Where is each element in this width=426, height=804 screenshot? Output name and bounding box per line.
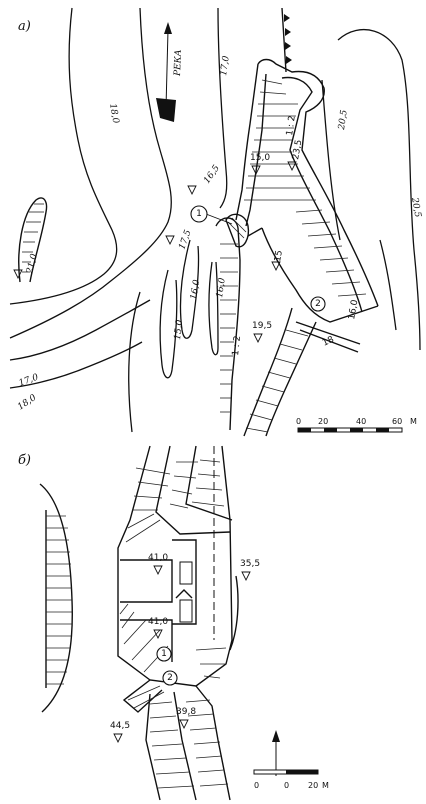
contour-label: 17,0 bbox=[18, 372, 41, 388]
svg-text:0: 0 bbox=[284, 781, 289, 790]
scale-bar-a: 0 20 40 60 М bbox=[296, 417, 417, 433]
contour-label: 17,0 bbox=[219, 55, 232, 77]
elevation-label: 23,5 bbox=[291, 139, 304, 160]
elevation-marks-b: 41,0 35,5 41,0 39,8 44,5 bbox=[110, 553, 260, 744]
structure-2-b: 2 bbox=[162, 670, 178, 686]
svg-text:0: 0 bbox=[254, 781, 259, 790]
svg-text:М: М bbox=[410, 417, 417, 426]
svg-text:20: 20 bbox=[308, 781, 318, 790]
contour-label: 15,0 bbox=[173, 319, 185, 340]
contour-label: 18,0 bbox=[107, 103, 120, 125]
part-a-label: а) bbox=[18, 19, 31, 34]
structure-1-a: 1 bbox=[190, 205, 233, 225]
elevation-label: 16,0 bbox=[347, 299, 360, 321]
svg-text:20: 20 bbox=[318, 417, 328, 426]
scale-bar-b: 0 0 20 М bbox=[253, 769, 329, 790]
contour-label: 16,0 bbox=[189, 279, 202, 301]
river-label: РЕКА bbox=[173, 49, 184, 77]
elevation-label: 15 bbox=[273, 250, 285, 263]
part-b-label: б) bbox=[18, 453, 31, 468]
elevation-label: 18 bbox=[321, 335, 336, 349]
hill-b bbox=[39, 483, 73, 713]
north-arrow-b bbox=[272, 730, 280, 776]
svg-text:2: 2 bbox=[167, 673, 173, 683]
elevation-label: 39,8 bbox=[176, 707, 196, 717]
contour-label: 16,0 bbox=[215, 277, 228, 299]
contour-lines-a bbox=[9, 7, 421, 433]
svg-text:40: 40 bbox=[356, 417, 366, 426]
svg-text:М: М bbox=[322, 781, 329, 790]
elevation-label: 19,5 bbox=[252, 321, 272, 331]
svg-text:1: 1 bbox=[161, 649, 167, 659]
elevation-label: 15,0 bbox=[250, 153, 270, 163]
contour-label: 21,0 bbox=[25, 253, 40, 276]
svg-text:2: 2 bbox=[315, 299, 321, 309]
river-arrow bbox=[156, 22, 176, 122]
svg-text:0: 0 bbox=[296, 417, 301, 426]
embankment-a bbox=[215, 7, 379, 437]
elevation-label: 41,0 bbox=[148, 553, 168, 563]
contour-label: 20,5 bbox=[337, 109, 350, 131]
contour-label: 18,0 bbox=[16, 393, 38, 413]
elevation-label: 44,5 bbox=[110, 721, 130, 731]
elevation-marks-a: 15,0 23,5 19,5 16,0 15 18 bbox=[13, 139, 360, 349]
hill-21 bbox=[18, 197, 48, 283]
elevation-label: 41,0 bbox=[148, 617, 168, 627]
slope-label: 1 : 2 bbox=[231, 335, 243, 356]
elevation-label: 35,5 bbox=[240, 559, 260, 569]
contour-label: 16,5 bbox=[202, 163, 222, 185]
contour-label: 20,5 bbox=[409, 196, 423, 219]
contour-labels-a: 18,0 17,0 18,0 21,0 16,5 17,5 16,0 16,0 … bbox=[16, 55, 422, 413]
slope-label: 1 : 2 bbox=[285, 115, 298, 136]
site-b bbox=[117, 445, 239, 801]
contour-label: 17,5 bbox=[177, 229, 193, 252]
structure-1-b: 1 bbox=[156, 646, 172, 662]
svg-text:60: 60 bbox=[392, 417, 402, 426]
structure-2-a: 2 bbox=[310, 296, 326, 312]
svg-text:1: 1 bbox=[196, 209, 202, 219]
